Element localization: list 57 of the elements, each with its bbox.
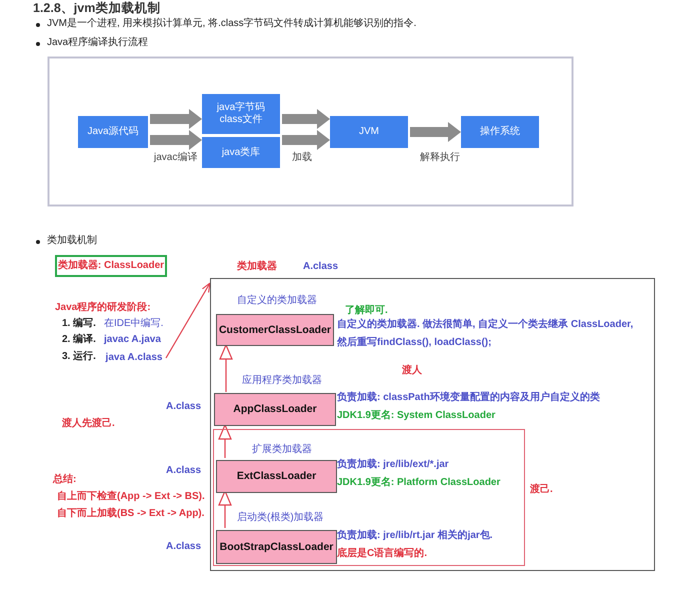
- hollow-arrow: [218, 424, 232, 458]
- group-box: [213, 429, 525, 566]
- loader-heading: 应用程序类加载器: [242, 375, 322, 387]
- block-arrow: [150, 130, 202, 150]
- annotation-text: 自下而上加载(BS -> Ext -> App).: [57, 508, 204, 520]
- annotation-text: 2. 编译.: [62, 334, 96, 346]
- process-box: Java源代码: [78, 116, 148, 148]
- edge-label: 加载: [292, 152, 312, 164]
- annotation-text: A.class: [166, 541, 202, 553]
- bullet-text: Java程序编译执行流程: [47, 37, 148, 49]
- block-arrow: [410, 122, 461, 142]
- annotation-text: 在IDE中编写.: [104, 318, 164, 330]
- loader-heading: 启动类(根类)加载器: [237, 512, 324, 524]
- annotation-text: Java程序的研发阶段:: [55, 302, 151, 314]
- annotation-text: A.class: [166, 401, 202, 413]
- annotation-text: javac A.java: [104, 334, 161, 346]
- annotation-text: 渡己.: [530, 484, 553, 496]
- edge-label: 解释执行: [420, 152, 460, 164]
- bullet-text: 类加载机制: [47, 235, 97, 247]
- loader-heading: 自定义的类加载器: [237, 295, 317, 307]
- loader-box: BootStrapClassLoader: [216, 530, 337, 564]
- hollow-arrow: [219, 344, 233, 392]
- annotation-text: 类加载器: [237, 261, 277, 273]
- process-box: 操作系统: [461, 116, 539, 148]
- loader-box: AppClassLoader: [214, 393, 336, 426]
- annotation-text: A.class: [166, 465, 202, 477]
- process-box: java字节码 class文件: [202, 94, 280, 134]
- loader-note: 自定义的类加载器. 做法很简单, 自定义一个类去继承 ClassLoader, 然后重写findClass(), loadClass();: [337, 317, 634, 350]
- annotation-text: 1. 编写.: [62, 318, 96, 330]
- container-box: [210, 278, 655, 571]
- annotation-text: 自上而下检查(App -> Ext -> BS).: [57, 491, 205, 503]
- section-title: 1.2.8、jvm类加载机制: [33, 0, 160, 17]
- loader-note: 负责加载: classPath环境变量配置的内容及用户自定义的类: [337, 392, 600, 404]
- block-arrow: [282, 109, 330, 129]
- annotation-text: 总结:: [53, 474, 76, 486]
- bullet-text: JVM是一个进程, 用来模拟计算单元, 将.class字节码文件转成计算机能够识别的指令.: [47, 18, 416, 30]
- block-arrow: [282, 130, 330, 150]
- annotation-text: 了解即可.: [345, 305, 388, 317]
- annotation-text: 3. 运行.: [62, 351, 96, 363]
- loader-box: ExtClassLoader: [216, 460, 337, 493]
- edge-label: javac编译: [154, 152, 198, 164]
- loader-note: 负责加载: jre/lib/ext/*.jar: [337, 459, 449, 471]
- loader-note: JDK1.9更名: System ClassLoader: [337, 410, 496, 422]
- leader-line: [165, 282, 211, 358]
- annotation-text: 渡人先渡己.: [62, 418, 115, 430]
- block-arrow: [150, 109, 202, 129]
- loader-note: JDK1.9更名: Platform ClassLoader: [337, 477, 500, 489]
- title-box: 类加载器: ClassLoader: [55, 255, 167, 277]
- loader-note: 底层是C语言编写的.: [337, 548, 427, 560]
- command-text: java A.class: [104, 351, 164, 365]
- annotation-text: A.class: [303, 261, 338, 273]
- loader-note: 负责加载: jre/lib/rt.jar 相关的jar包.: [337, 530, 493, 542]
- process-box: java类库: [202, 137, 280, 168]
- process-box: JVM: [330, 116, 408, 148]
- annotation-text: 渡人: [402, 365, 422, 377]
- loader-heading: 扩展类加载器: [252, 444, 312, 456]
- loader-box: CustomerClassLoader: [216, 314, 334, 346]
